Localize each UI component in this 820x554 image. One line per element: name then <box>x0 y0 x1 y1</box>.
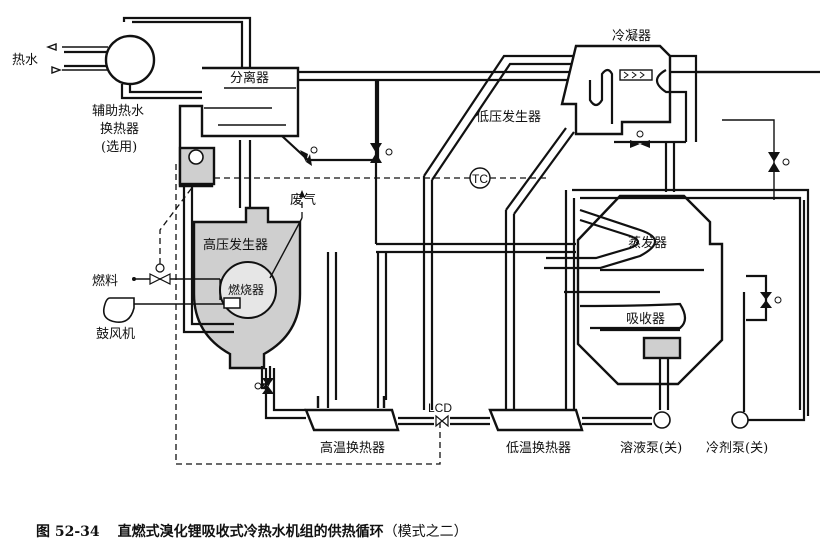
solution-pump <box>653 411 671 429</box>
generator-outlet-valve <box>254 368 306 420</box>
hot-water-label: 热水 <box>12 53 38 68</box>
condenser <box>560 44 740 144</box>
lcd-valve <box>435 414 490 428</box>
tc-label: TC <box>472 172 488 186</box>
blower <box>102 297 224 324</box>
center-valve <box>370 80 576 254</box>
low-temp-hx-label: 低温换热器 <box>506 441 571 456</box>
separator <box>178 66 820 188</box>
temperature-controller <box>469 167 491 189</box>
exhaust-line <box>269 190 305 279</box>
blower-label: 鼓风机 <box>96 327 135 342</box>
refrigerant-bypass-valve <box>722 119 790 200</box>
diagonal-pipes <box>422 54 594 410</box>
separator-label: 分离器 <box>230 70 269 86</box>
fuel-label: 燃料 <box>92 273 118 289</box>
high-pressure-generator <box>192 140 302 392</box>
aux-heat-exchanger <box>104 16 252 100</box>
high-temp-heat-exchanger <box>304 252 434 432</box>
aux-hx-label-1: 辅助热水 <box>92 104 144 119</box>
absorber-side-valve <box>746 274 782 322</box>
lcd-label: LCD <box>428 401 452 415</box>
exhaust-label: 废气 <box>290 192 316 208</box>
condenser-label: 冷凝器 <box>612 28 651 44</box>
figure-mode-note: （模式之二） <box>383 524 468 540</box>
evaporator-label: 蒸发器 <box>628 235 667 251</box>
aux-hx-label-3: (选用) <box>101 140 137 155</box>
figure-number: 图 52-34 <box>36 524 100 540</box>
evaporator-absorber-shell <box>544 188 810 416</box>
figure-title: 直燃式溴化锂吸收式冷热水机组的供热循环 <box>117 524 384 540</box>
figure-caption: 图 52-34 直燃式溴化锂吸收式冷热水机组的供热循环（模式之二） <box>36 521 468 541</box>
high-temp-hx-label: 高温换热器 <box>320 440 385 456</box>
burner-label: 燃烧器 <box>228 282 264 297</box>
low-temp-heat-exchanger <box>488 408 652 432</box>
level-tank <box>178 146 216 186</box>
solution-pump-label: 溶液泵(关) <box>620 441 682 456</box>
refrigerant-pump <box>731 200 806 429</box>
absorber-label: 吸收器 <box>626 312 665 327</box>
high-pressure-generator-label: 高压发生器 <box>203 237 268 253</box>
aux-hx-label-2: 换热器 <box>100 122 139 137</box>
refrigerant-pump-label: 冷剂泵(关) <box>706 441 768 456</box>
condenser-valve <box>630 130 676 192</box>
fuel-line <box>132 184 221 300</box>
low-pressure-generator-label: 低压发生器 <box>476 109 541 125</box>
